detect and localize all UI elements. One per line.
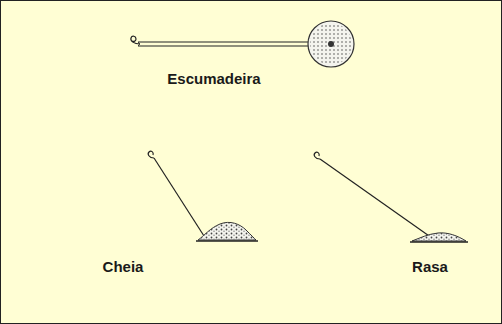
skimmer-full <box>148 151 258 241</box>
skimmer-top-view <box>131 21 354 67</box>
skimmer-level <box>314 152 468 242</box>
utensil-label: Escumadeira <box>167 71 260 88</box>
utensil-label: Cheia <box>103 259 144 276</box>
utensil-label: Rasa <box>412 259 448 276</box>
